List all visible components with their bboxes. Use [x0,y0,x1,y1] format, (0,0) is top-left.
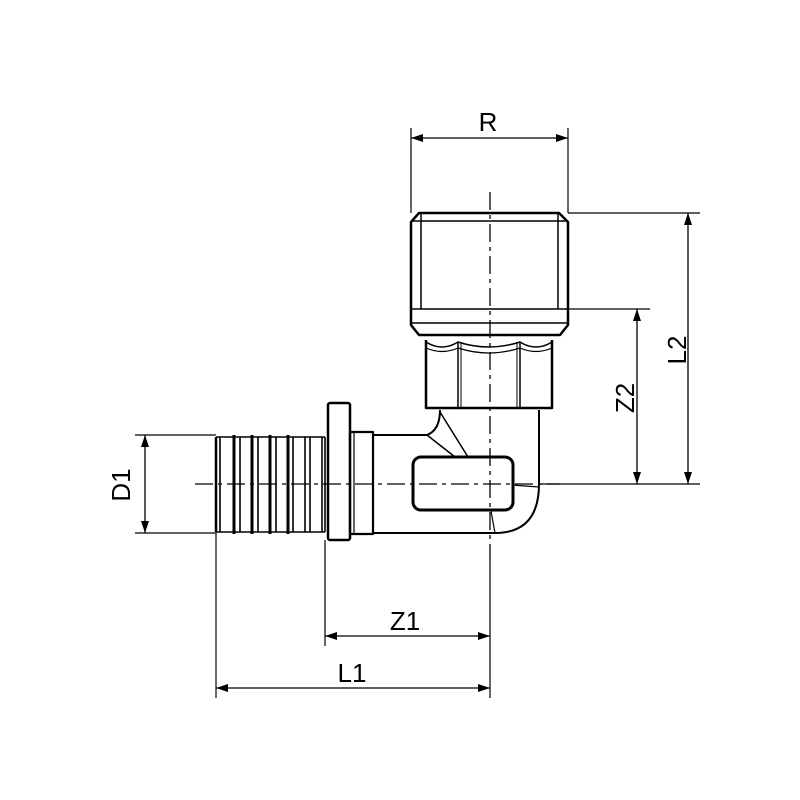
label-D1: D1 [106,468,136,501]
label-L2: L2 [662,336,692,365]
dimension-lines [141,134,692,692]
inspection-window [411,455,515,512]
flange [326,401,352,542]
ribbed-insert [214,435,326,534]
centerlines [195,192,560,560]
fitting-body [214,211,570,542]
extension-lines [135,128,700,698]
label-Z2: Z2 [610,383,640,413]
label-Z1: Z1 [390,606,420,636]
label-R: R [479,107,498,137]
label-L1: L1 [338,658,367,688]
hex-nut [424,340,554,410]
thread-section [409,211,570,337]
